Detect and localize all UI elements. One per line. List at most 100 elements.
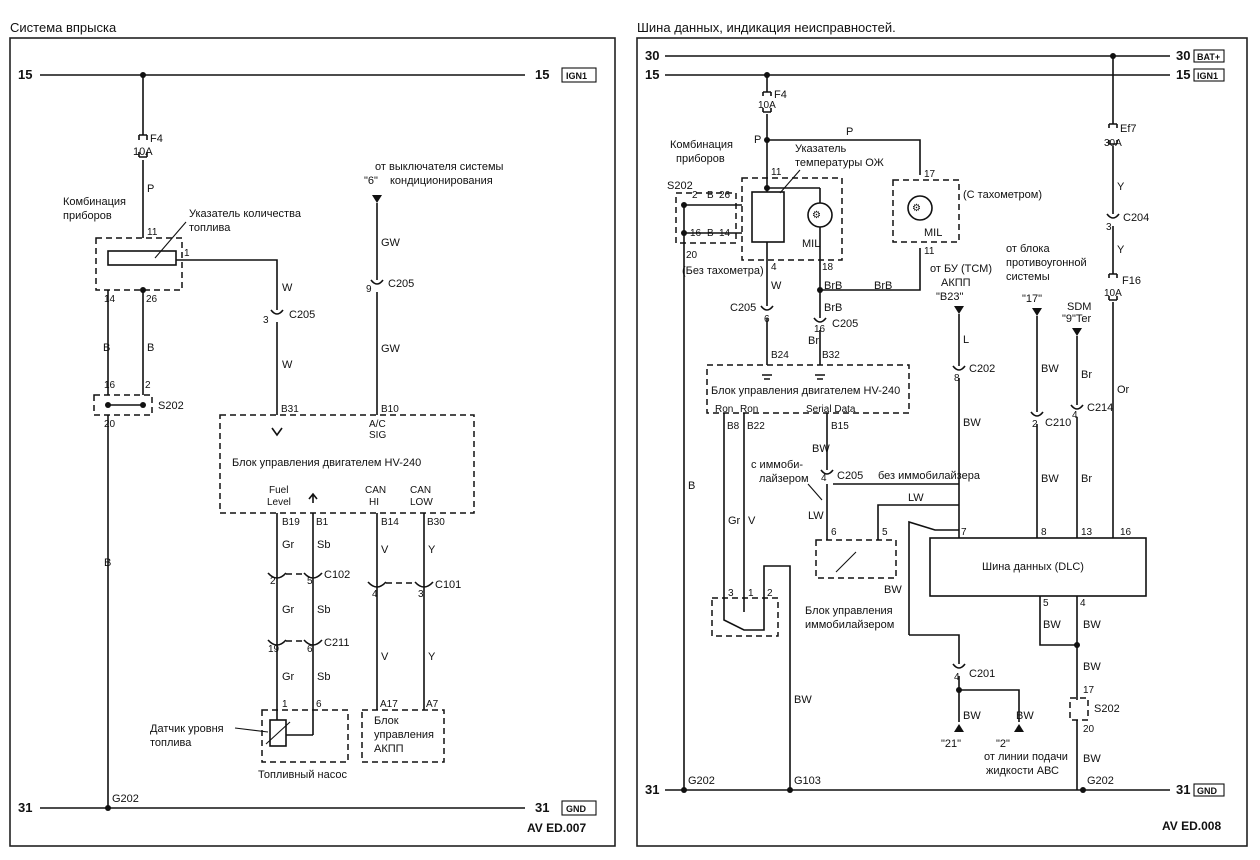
left-can-low-2: LOW [410, 497, 433, 508]
right-g103-label: G103 [794, 775, 821, 787]
left-can-low-1: CAN [410, 485, 431, 496]
right-wire-br-sdm2: Br [1081, 473, 1092, 485]
right-arrow-21 [954, 724, 964, 732]
left-cluster-label-2: приборов [63, 210, 112, 222]
right-sdm-label-2: "9"Ter [1062, 313, 1092, 325]
right-cluster-pin-4: 4 [771, 262, 777, 273]
left-pin-14: 14 [104, 294, 116, 305]
right-tacho-box [892, 179, 960, 243]
left-ground-label: G202 [112, 793, 139, 805]
right-wire-bw-g103: BW [794, 694, 812, 706]
right-c214-pin: 4 [1072, 410, 1078, 421]
left-wire-gr3: Gr [282, 671, 295, 683]
left-wire-sb2: Sb [317, 604, 330, 616]
right-immo-yes-2: лайзером [759, 473, 809, 485]
left-fuel-level-2: Level [267, 497, 291, 508]
right-gnd-tag-box [1193, 783, 1225, 797]
right-dlc-junction [1074, 642, 1080, 648]
right-frame [636, 37, 1248, 847]
right-sdm-arrow [1072, 328, 1082, 336]
left-gnd-tag: GND [566, 804, 587, 814]
right-abs-label-3: системы [1006, 271, 1050, 283]
right-wire-bw-ground: BW [1083, 753, 1101, 765]
right-wire-p-to-tacho [767, 139, 921, 175]
right-dlc-pin-16: 16 [1120, 527, 1132, 538]
right-wire-w: W [771, 280, 782, 292]
right-tacho-pin-17: 17 [924, 169, 936, 180]
right-s202-pin-2: 2 [692, 190, 698, 201]
left-wire-w-upper [176, 259, 278, 310]
left-c205-symbol [270, 309, 284, 315]
left-c102-symbol [267, 572, 323, 579]
right-arrow-2 [1014, 724, 1024, 732]
left-wire-b3: B [104, 557, 111, 569]
right-c205c-pin: 4 [821, 473, 827, 484]
right-wire-p2: P [846, 126, 853, 138]
right-ecu-label: Блок управления двигателем HV-240 [711, 385, 900, 397]
left-wire-gr1: Gr [282, 539, 295, 551]
right-wire-l: L [963, 334, 969, 346]
left-wire-gw1: GW [381, 237, 401, 249]
left-pin-b10: B10 [381, 404, 399, 415]
left-frame [9, 37, 616, 847]
right-bat-tag-box [1193, 49, 1225, 63]
left-wire-y2: Y [428, 651, 436, 663]
left-c102-pin-2: 2 [270, 576, 276, 587]
right-c205a-label: C205 [730, 302, 756, 314]
left-can-hi-1: CAN [365, 485, 386, 496]
right-f4-rating: 10A [758, 100, 776, 111]
left-c205-label: C205 [289, 309, 315, 321]
left-pump-label: Топливный насос [258, 769, 347, 781]
right-b32-ground [815, 374, 825, 380]
right-pin-21: "21" [941, 738, 961, 750]
left-sensor-label-2: топлива [150, 737, 192, 749]
left-tcm-label-3: АКПП [374, 743, 404, 755]
right-wire-bw-dlc4: BW [1083, 619, 1101, 631]
right-dlc-box [929, 537, 1147, 597]
right-cluster-label-1: Комбинация [670, 139, 733, 151]
left-c101-symbol [367, 581, 434, 588]
right-immo-unit-2: иммобилайзером [805, 619, 894, 631]
right-c205b-symbol [813, 317, 827, 323]
right-s202-wire-b2: B [707, 228, 714, 239]
right-mil-label: MIL [802, 238, 820, 250]
left-c211-pin-6: 6 [307, 644, 313, 655]
right-s202b-label: S202 [1094, 703, 1120, 715]
right-f4-name: F4 [774, 89, 787, 101]
left-fuel-sensor-wiper [265, 721, 291, 745]
right-temp-gauge [751, 191, 785, 243]
left-fuse-rating: 10A [133, 146, 153, 158]
right-wire-brb2: BrB [824, 302, 842, 314]
right-ef7-rating: 30A [1104, 138, 1122, 149]
right-s202-pin-14: 14 [719, 228, 731, 239]
right-wire-br-sdm1: Br [1081, 369, 1092, 381]
left-pump-box [261, 709, 349, 763]
right-c205c-symbol [820, 469, 834, 475]
left-s202-box [93, 394, 153, 416]
left-fuel-level-1: Fuel [269, 485, 288, 496]
left-ac-arrow [372, 195, 382, 203]
left-b1-arrow [308, 492, 318, 503]
left-tcm-pin-a17: A17 [380, 699, 398, 710]
right-switch-pin-3: 3 [728, 588, 734, 599]
right-wire-bw-2: BW [1016, 710, 1034, 722]
left-c102-label: C102 [324, 569, 350, 581]
left-pin-16: 16 [104, 380, 116, 391]
right-wire-br: Br [808, 335, 819, 347]
right-wire-y1: Y [1117, 181, 1125, 193]
right-wire-or-label: Or [1117, 384, 1130, 396]
right-c214-symbol [1070, 404, 1084, 410]
right-dlc-pin-4: 4 [1080, 598, 1086, 609]
right-wire-bw-to-c201 [909, 634, 960, 664]
right-abs-pin: "17" [1022, 293, 1042, 305]
right-s202b-pin-20: 20 [1083, 724, 1095, 735]
left-pin-26: 26 [146, 294, 158, 305]
right-ignition-switch-box [711, 597, 779, 637]
right-dlc-pin-7: 7 [961, 527, 967, 538]
left-fuel-gauge-leader [154, 221, 187, 259]
right-switch-internal [723, 565, 791, 790]
right-pin-b22: B22 [747, 421, 765, 432]
right-immo-pin-6: 6 [831, 527, 837, 538]
left-wire-sb3: Sb [317, 671, 330, 683]
